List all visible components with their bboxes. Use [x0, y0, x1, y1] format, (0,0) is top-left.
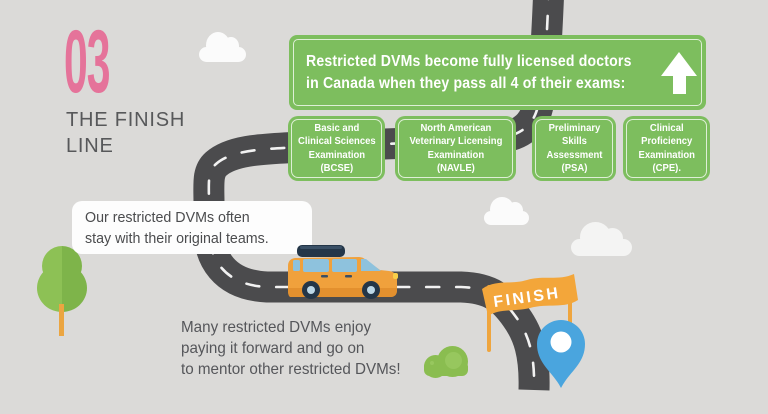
page-title: THE FINISH LINE: [66, 109, 186, 157]
map-pin-icon: [537, 320, 585, 388]
car-icon: [288, 245, 398, 299]
bush-highlight: [445, 352, 462, 369]
car-window: [332, 259, 357, 272]
exam-label: North American Veterinary Licensing Exam…: [409, 122, 502, 175]
arrow-up-icon: [661, 51, 697, 94]
finish-area: FINISH: [482, 274, 585, 388]
finish-flag: [482, 274, 578, 316]
tree-crown: [42, 246, 82, 286]
exam-box-navle: North American Veterinary Licensing Exam…: [395, 116, 516, 181]
car-wheel-hub: [307, 286, 315, 294]
licensing-banner: Restricted DVMs become fully licensed do…: [289, 35, 706, 110]
step-number: 03: [64, 11, 111, 111]
exam-box-bcse: Basic and Clinical Sciences Examination …: [288, 116, 385, 181]
cloud-icon: [571, 222, 632, 256]
bush-icon: [424, 346, 468, 378]
door-handle: [321, 275, 328, 278]
exam-box-psa: Preliminary Skills Assessment (PSA): [532, 116, 616, 181]
arrow-head: [661, 51, 697, 76]
arrow-stem: [672, 75, 686, 94]
door-handle: [345, 275, 352, 278]
map-pin-hole: [550, 331, 572, 353]
tree-trunk: [59, 304, 64, 336]
roof-cargo-highlight: [300, 246, 342, 249]
car-wheel-hub: [367, 286, 375, 294]
cloud-icon: [484, 197, 529, 225]
car-rear-window: [293, 260, 300, 271]
exam-label: Clinical Proficiency Examination (CPE).: [638, 122, 695, 175]
tree-icon: [37, 244, 89, 336]
bush-highlight-dot: [430, 361, 434, 365]
exam-label: Basic and Clinical Sciences Examination …: [297, 122, 376, 175]
car-windshield: [361, 259, 381, 271]
speech-note: Our restricted DVMs often stay with thei…: [72, 201, 312, 254]
mentor-note-text: Many restricted DVMs enjoy paying it for…: [181, 319, 401, 378]
exam-label: Preliminary Skills Assessment (PSA): [546, 122, 602, 175]
banner-text: Restricted DVMs become fully licensed do…: [306, 52, 632, 92]
cloud-icon: [199, 32, 246, 62]
car-window: [303, 259, 329, 272]
exam-box-cpe: Clinical Proficiency Examination (CPE).: [623, 116, 710, 181]
speech-note-text: Our restricted DVMs often stay with thei…: [85, 209, 269, 247]
headlight: [393, 273, 398, 279]
